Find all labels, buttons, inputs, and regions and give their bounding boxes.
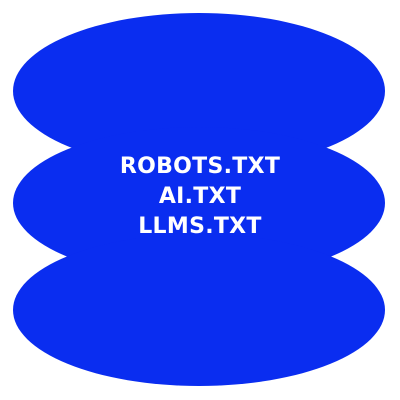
ellipse-top <box>13 13 385 169</box>
file-name-labels: ROBOTS.TXT AI.TXT LLMS.TXT <box>0 152 400 242</box>
ellipse-middle <box>13 127 385 279</box>
label-robots-txt: ROBOTS.TXT <box>119 154 281 179</box>
label-llms-txt: LLMS.TXT <box>138 214 262 239</box>
label-ai-txt: AI.TXT <box>158 184 242 209</box>
ellipse-bottom <box>13 234 385 386</box>
